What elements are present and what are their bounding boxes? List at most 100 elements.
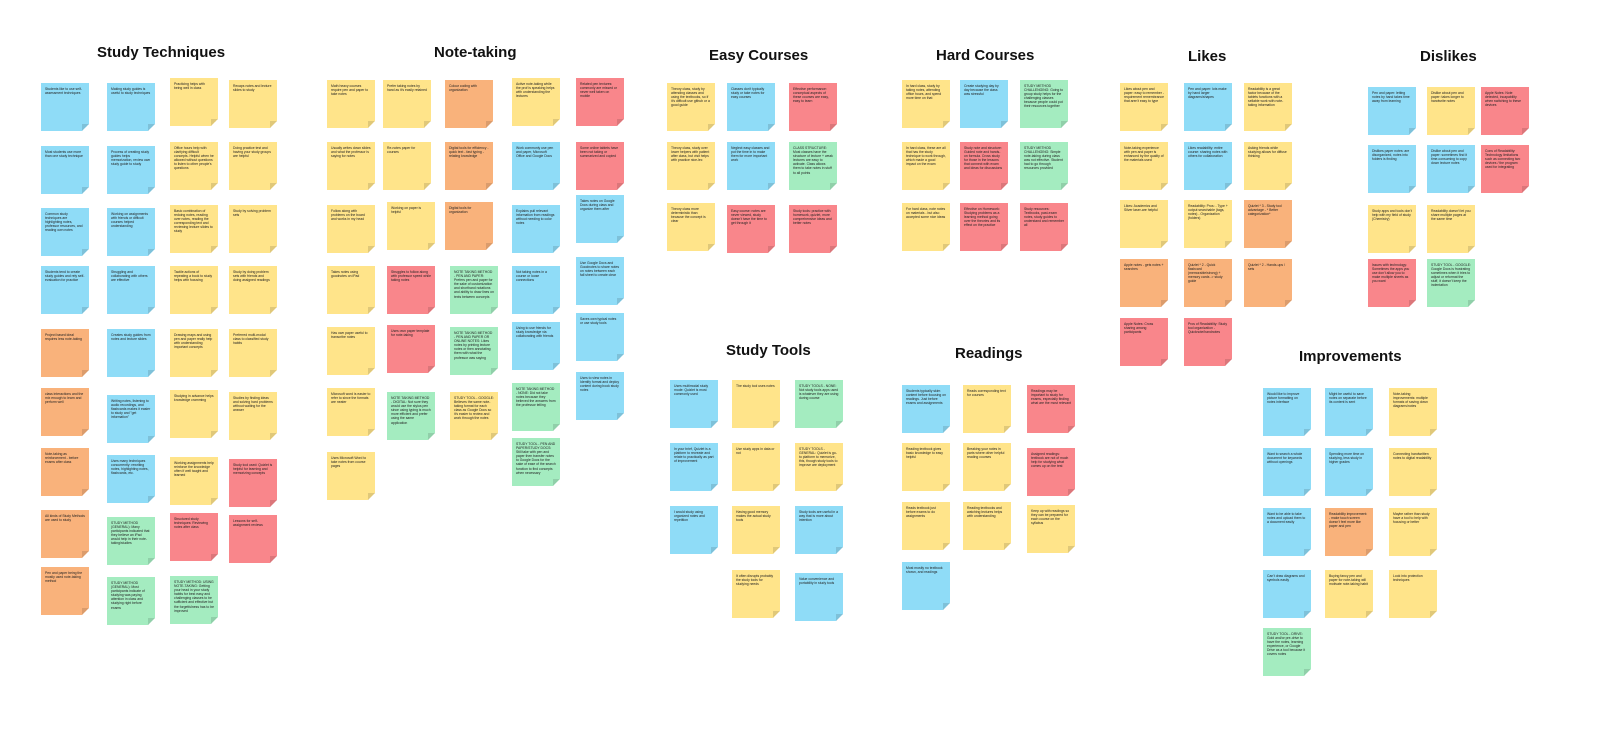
- sticky-note[interactable]: STUDY TOOL - GOOGLE: Believes the same n…: [450, 392, 498, 440]
- sticky-note[interactable]: Study resources: Textbooks, past-exam no…: [1020, 203, 1068, 251]
- sticky-note[interactable]: All kinds of Study Methods are used to s…: [41, 510, 89, 558]
- sticky-note[interactable]: Readability improvement: - make touch sc…: [1325, 508, 1373, 556]
- sticky-note[interactable]: Note-taking as reinforcement - before ex…: [41, 448, 89, 496]
- sticky-note[interactable]: Creates study guides from notes and lect…: [107, 329, 155, 377]
- sticky-note[interactable]: Follow along with problems on the board …: [327, 205, 375, 253]
- sticky-note[interactable]: Issues with technology: Sometimes the ap…: [1368, 259, 1416, 307]
- sticky-note[interactable]: STUDY METHOD CHALLENGING: Simple note-ta…: [1020, 142, 1068, 190]
- sticky-note[interactable]: Reads textbook just before exams to do a…: [902, 502, 950, 550]
- sticky-note[interactable]: Work commonly use pen and paper, Microso…: [512, 142, 560, 190]
- sticky-note[interactable]: It often disrupts probably the study too…: [732, 570, 780, 618]
- sticky-note[interactable]: The study tool uses notes: [732, 380, 780, 428]
- sticky-note[interactable]: Students like to use self-assessment tec…: [41, 83, 89, 131]
- sticky-note[interactable]: Study tools: practice with homework, qui…: [789, 205, 837, 253]
- sticky-note[interactable]: Dislikes paper notes: are disorganized, …: [1368, 145, 1416, 193]
- sticky-note[interactable]: Readability: Pros: - Type + output searc…: [1184, 200, 1232, 248]
- sticky-note[interactable]: STUDY TOOL - PEN AND PAPER/STUDY DOCS: S…: [512, 438, 560, 486]
- sticky-note[interactable]: Re-notes paper for courses: [383, 142, 431, 190]
- sticky-note[interactable]: In your brief, Quizlet is a platform to …: [670, 443, 718, 491]
- sticky-note[interactable]: Making study guides is useful to study t…: [107, 83, 155, 131]
- sticky-note[interactable]: Studies by finding ideas and solving har…: [229, 392, 277, 440]
- sticky-note[interactable]: Working on assignments with friends or d…: [107, 208, 155, 256]
- sticky-note[interactable]: Uses Microsoft Word to take notes from c…: [327, 452, 375, 500]
- sticky-note[interactable]: STUDY METHOD (GENERAL): Many participant…: [107, 517, 155, 565]
- sticky-note[interactable]: Process of creating study guides helps m…: [107, 146, 155, 194]
- sticky-note[interactable]: Uses own paper template for note-taking: [387, 325, 435, 373]
- sticky-note[interactable]: Not taking notes in a course or loose co…: [512, 266, 560, 314]
- sticky-note[interactable]: Lessons for self-assignment reviews: [229, 515, 277, 563]
- sticky-note[interactable]: Doing practice test and having your stud…: [229, 142, 277, 190]
- sticky-note[interactable]: Takes notes using goodnotes on iPad: [327, 266, 375, 314]
- sticky-note[interactable]: Quizlet * 3 - Study tool advantage - * B…: [1244, 200, 1292, 248]
- sticky-note[interactable]: Prefer taking notes by hand as it's easi…: [383, 80, 431, 128]
- sticky-note[interactable]: Value convenience and portability in stu…: [795, 573, 843, 621]
- sticky-note[interactable]: Study by solving problem sets: [229, 205, 277, 253]
- sticky-note[interactable]: Project based ideal requires less note-t…: [41, 329, 89, 377]
- sticky-note[interactable]: Apple notes - gets notes + searches: [1120, 259, 1168, 307]
- sticky-note[interactable]: In hard class, these are all that has th…: [902, 142, 950, 190]
- sticky-note[interactable]: Would like to improve picture formatting…: [1263, 388, 1311, 436]
- sticky-note[interactable]: Saves own typical notes or use study too…: [576, 313, 624, 361]
- sticky-note[interactable]: Students tend to create study guides and…: [41, 266, 89, 314]
- sticky-note[interactable]: I would study using organized notes and …: [670, 506, 718, 554]
- sticky-note[interactable]: Working on paper is helpful: [387, 202, 435, 250]
- sticky-note[interactable]: Uses many techniques concurrently: rewri…: [107, 455, 155, 503]
- sticky-note[interactable]: Readability is a great factor because of…: [1244, 83, 1292, 131]
- sticky-note[interactable]: NOTE TAKING METHOD - NONE: Did not take …: [512, 383, 560, 431]
- sticky-note[interactable]: Microsoft word is easier to refer to sin…: [327, 388, 375, 436]
- sticky-note[interactable]: Likes about pen and paper: easy to remem…: [1120, 83, 1168, 131]
- sticky-note[interactable]: Pen and paper: letting notes by hand tak…: [1368, 87, 1416, 135]
- sticky-note[interactable]: Most mostly no textbook shown, and readi…: [902, 562, 950, 610]
- sticky-note[interactable]: Writing notes, listening to audio record…: [107, 395, 155, 443]
- sticky-note[interactable]: Maybe rather than study have a tool to h…: [1389, 508, 1437, 556]
- sticky-note[interactable]: Easy course: notes are never viewed, stu…: [727, 205, 775, 253]
- sticky-note[interactable]: Digital tools for efficiency - quick tex…: [445, 142, 493, 190]
- sticky-note[interactable]: Most students use more than one study te…: [41, 146, 89, 194]
- sticky-note[interactable]: Working assignments help reinforce the k…: [170, 457, 218, 505]
- sticky-note[interactable]: Can't draw diagrams and symbols easily: [1263, 570, 1311, 618]
- sticky-note[interactable]: Buying fancy pen and paper for note-taki…: [1325, 570, 1373, 618]
- sticky-note[interactable]: Use study apps in data or not: [732, 443, 780, 491]
- sticky-note[interactable]: Theory class, study over lower helpers w…: [667, 142, 715, 190]
- sticky-note[interactable]: STUDY TOOLS - GENERAL: Quizlet is go-to …: [795, 443, 843, 491]
- sticky-note[interactable]: Common study techniques are highlighting…: [41, 208, 89, 256]
- sticky-note[interactable]: Effective on Homework: Studying problems…: [960, 203, 1008, 251]
- sticky-note[interactable]: Theory class more deterministic than bec…: [667, 203, 715, 251]
- sticky-note[interactable]: Math heavy courses require pen and paper…: [327, 80, 375, 128]
- sticky-note[interactable]: Pen and paper being the mostly used note…: [41, 567, 89, 615]
- sticky-note[interactable]: Usually writes down slides and what the …: [327, 142, 375, 190]
- sticky-note[interactable]: Use Google Docs and Goodnotes to share n…: [576, 257, 624, 305]
- sticky-note[interactable]: Reading textbook gives basic knowledge t…: [902, 443, 950, 491]
- sticky-note[interactable]: NOTE TAKING METHOD - PEN AND PAPER OR ON…: [450, 327, 498, 375]
- sticky-note[interactable]: Studying in advance helps knowledge cram…: [170, 390, 218, 438]
- sticky-note[interactable]: Recaps notes and lecture slides to study: [229, 80, 277, 128]
- sticky-note[interactable]: Quizlet * 2 - Quick flashcard (memorable…: [1184, 259, 1232, 307]
- sticky-note[interactable]: Note-taking improvements: multiple forma…: [1389, 388, 1437, 436]
- sticky-note[interactable]: Likes readability: entire course: sharin…: [1184, 142, 1232, 190]
- sticky-note[interactable]: Spending more time on studying, less stu…: [1325, 448, 1373, 496]
- sticky-note[interactable]: Having good memory makes the actual stud…: [732, 506, 780, 554]
- sticky-note[interactable]: Active note-taking while the prof is spe…: [512, 78, 560, 126]
- sticky-note[interactable]: Cons of Readability: Technology limitati…: [1481, 145, 1529, 193]
- sticky-note[interactable]: Asking friends while studying allows for…: [1244, 142, 1292, 190]
- sticky-note[interactable]: Takes notes on Google Docs during class …: [576, 195, 624, 243]
- sticky-note[interactable]: Might be useful to save notes on separat…: [1325, 388, 1373, 436]
- sticky-note[interactable]: Struggling and collaborating with others…: [107, 266, 155, 314]
- sticky-note[interactable]: Neglect easy classes and put the time in…: [727, 142, 775, 190]
- sticky-note[interactable]: Note-taking experience with pen and pape…: [1120, 142, 1168, 190]
- sticky-note[interactable]: Want to search a whole document for keyw…: [1263, 448, 1311, 496]
- sticky-note[interactable]: Assigned readings: textbook are not of m…: [1027, 448, 1075, 496]
- sticky-note[interactable]: STUDY METHOD CHALLENGING: Going to group…: [1020, 80, 1068, 128]
- sticky-note[interactable]: Using to use friends for study knowledge…: [512, 322, 560, 370]
- sticky-note[interactable]: Readability doesn't let you share multip…: [1427, 205, 1475, 253]
- sticky-note[interactable]: Some online tablets have been not taking…: [576, 142, 624, 190]
- sticky-note[interactable]: Uses multimodal study mode: Quizlet is m…: [670, 380, 718, 428]
- sticky-note[interactable]: class interactions and the mix enough to…: [41, 388, 89, 436]
- sticky-note[interactable]: Study tool used: Quizlet is helpful for …: [229, 459, 277, 507]
- sticky-note[interactable]: CLASS STRUCTURE: Most classes have the s…: [789, 142, 837, 190]
- sticky-note[interactable]: Study note and structure: Guided note an…: [960, 142, 1008, 190]
- sticky-note[interactable]: Reads corresponding text for courses: [963, 385, 1011, 433]
- sticky-note[interactable]: Office hours help with clarifying diffic…: [170, 142, 218, 190]
- sticky-note[interactable]: Readings may be important to study for e…: [1027, 385, 1075, 433]
- sticky-note[interactable]: Struggles to follow along with professor…: [387, 266, 435, 314]
